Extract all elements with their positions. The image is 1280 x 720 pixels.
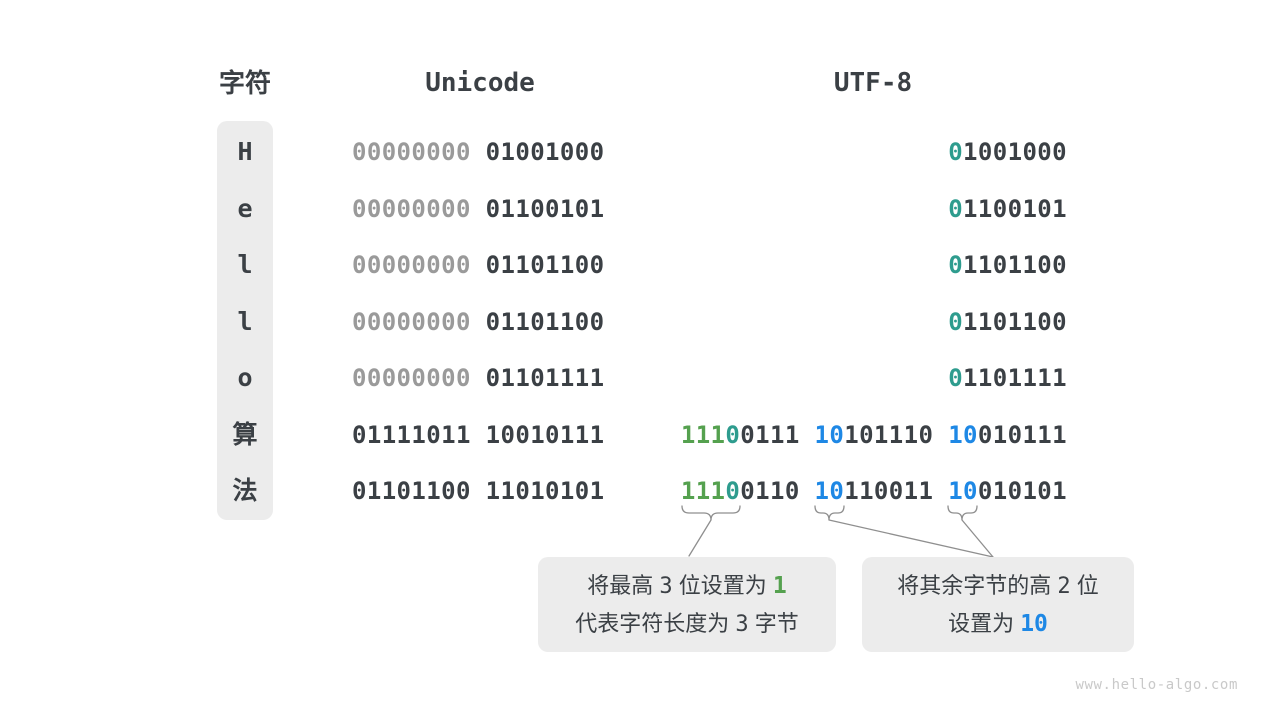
bit-segment-dark: 1100101 [963, 194, 1067, 223]
bit-segment-dark: 01111011 10010111 [352, 420, 605, 449]
char-cell: 算 [232, 419, 258, 449]
bit-segment-teal: 0 [948, 194, 964, 223]
char-cell: 法 [232, 476, 258, 505]
bit-segment-dark: 01100101 [470, 194, 605, 223]
header-char-label: 字符 [218, 68, 271, 98]
char-cell: H [237, 137, 253, 166]
bit-segment-teal: 0 [948, 138, 964, 166]
bit-segment-blue: 10 [948, 477, 978, 505]
bit-segment-teal: 0 [725, 420, 741, 449]
bit-segment-gray: 00000000 [352, 194, 471, 223]
bit-segment-dark: 01101100 11010101 [352, 477, 605, 505]
bit-segment-text: 将最高 [587, 572, 660, 598]
callout-text-line: 将其余字节的高 2 位 [897, 567, 1099, 605]
char-cell: l [237, 250, 253, 279]
utf8-value: 01001000 [948, 130, 1067, 174]
connector-line-to-right-callout-2 [961, 519, 994, 558]
bit-segment-text: 将其余字节的高 [897, 572, 1058, 598]
bit-segment-dark: 01001000 [470, 138, 605, 166]
utf8-value: 01101100 [948, 300, 1067, 344]
connector-line-to-left-callout [688, 519, 712, 557]
unicode-value: 00000000 01101111 [352, 356, 604, 400]
header-utf8-label: UTF-8 [833, 68, 913, 98]
bit-segment-num: 2 [1057, 573, 1071, 599]
bit-segment-green: 111 [680, 420, 726, 449]
bit-segment-dark: 101110 [844, 420, 949, 449]
header-unicode-label: Unicode [425, 68, 535, 98]
bit-segment-blue: 10 [814, 420, 845, 449]
unicode-value: 00000000 01101100 [352, 300, 604, 344]
bit-segment-blue: 10 [948, 420, 978, 449]
bit-segment-dark: 01101100 [470, 307, 605, 336]
bit-segment-num: 3 [735, 611, 749, 637]
char-cell: e [237, 193, 253, 223]
bit-segment-teal: 0 [725, 477, 741, 505]
bit-segment-teal: 0 [948, 251, 964, 279]
bit-segment-gray: 00000000 [352, 364, 471, 392]
bit-segment-text: 位设置为 [672, 572, 773, 598]
bit-segment-dark: 1101100 [963, 307, 1067, 336]
char-cell: l [237, 306, 253, 336]
callout-continuation-bits-note: 将其余字节的高 2 位设置为 10 [862, 557, 1134, 652]
bit-segment-dark: 1101111 [963, 364, 1067, 392]
char-column-background [217, 121, 273, 520]
utf8-value: 11100110 10110011 10010101 [681, 469, 1067, 513]
bit-segment-dark: 1101100 [963, 251, 1067, 279]
callout-text-line: 设置为 10 [948, 605, 1048, 643]
bit-segment-gray: 00000000 [352, 251, 471, 279]
bit-segment-text: 位 [1070, 572, 1099, 598]
utf8-value: 01100101 [948, 187, 1067, 231]
bit-segment-dark: 110011 [844, 477, 949, 505]
bit-segment-dark: 010101 [977, 477, 1067, 505]
bit-segment-dark: 0110 [740, 477, 815, 505]
bit-segment-gray: 00000000 [352, 307, 471, 336]
bit-segment-text: 字节 [748, 610, 799, 636]
unicode-value: 00000000 01001000 [352, 130, 604, 174]
bit-segment-text: 设置为 [948, 610, 1021, 636]
callout-text-line: 将最高 3 位设置为 1 [587, 567, 786, 605]
bit-segment-text: 代表字符长度为 [575, 610, 736, 636]
utf8-value: 11100111 10101110 10010111 [681, 413, 1067, 457]
connector-line-to-right-callout-1 [828, 519, 994, 558]
bit-segment-dark: 01101100 [470, 251, 605, 279]
utf8-value: 01101100 [948, 243, 1067, 287]
callout-text-line: 代表字符长度为 3 字节 [575, 605, 799, 643]
bit-segment-green: 1 [772, 572, 787, 599]
bit-segment-green: 111 [680, 477, 726, 505]
char-cell: o [237, 363, 253, 392]
bit-segment-gray: 00000000 [352, 138, 471, 166]
unicode-value: 01101100 11010101 [352, 469, 604, 513]
unicode-value: 00000000 01101100 [352, 243, 604, 287]
watermark-text: www.hello-algo.com [1075, 677, 1238, 693]
utf8-value: 01101111 [948, 356, 1067, 400]
bit-segment-blue: 10 [1020, 610, 1048, 637]
bit-segment-teal: 0 [948, 307, 964, 336]
unicode-value: 01111011 10010111 [352, 413, 604, 457]
bit-segment-num: 3 [659, 573, 673, 599]
bit-segment-dark: 0111 [740, 420, 815, 449]
bit-segment-dark: 1001000 [963, 138, 1067, 166]
bit-segment-dark: 01101111 [470, 364, 605, 392]
bit-segment-teal: 0 [948, 364, 964, 392]
unicode-value: 00000000 01100101 [352, 187, 604, 231]
bit-segment-blue: 10 [814, 477, 845, 505]
bit-segment-dark: 010111 [977, 420, 1067, 449]
